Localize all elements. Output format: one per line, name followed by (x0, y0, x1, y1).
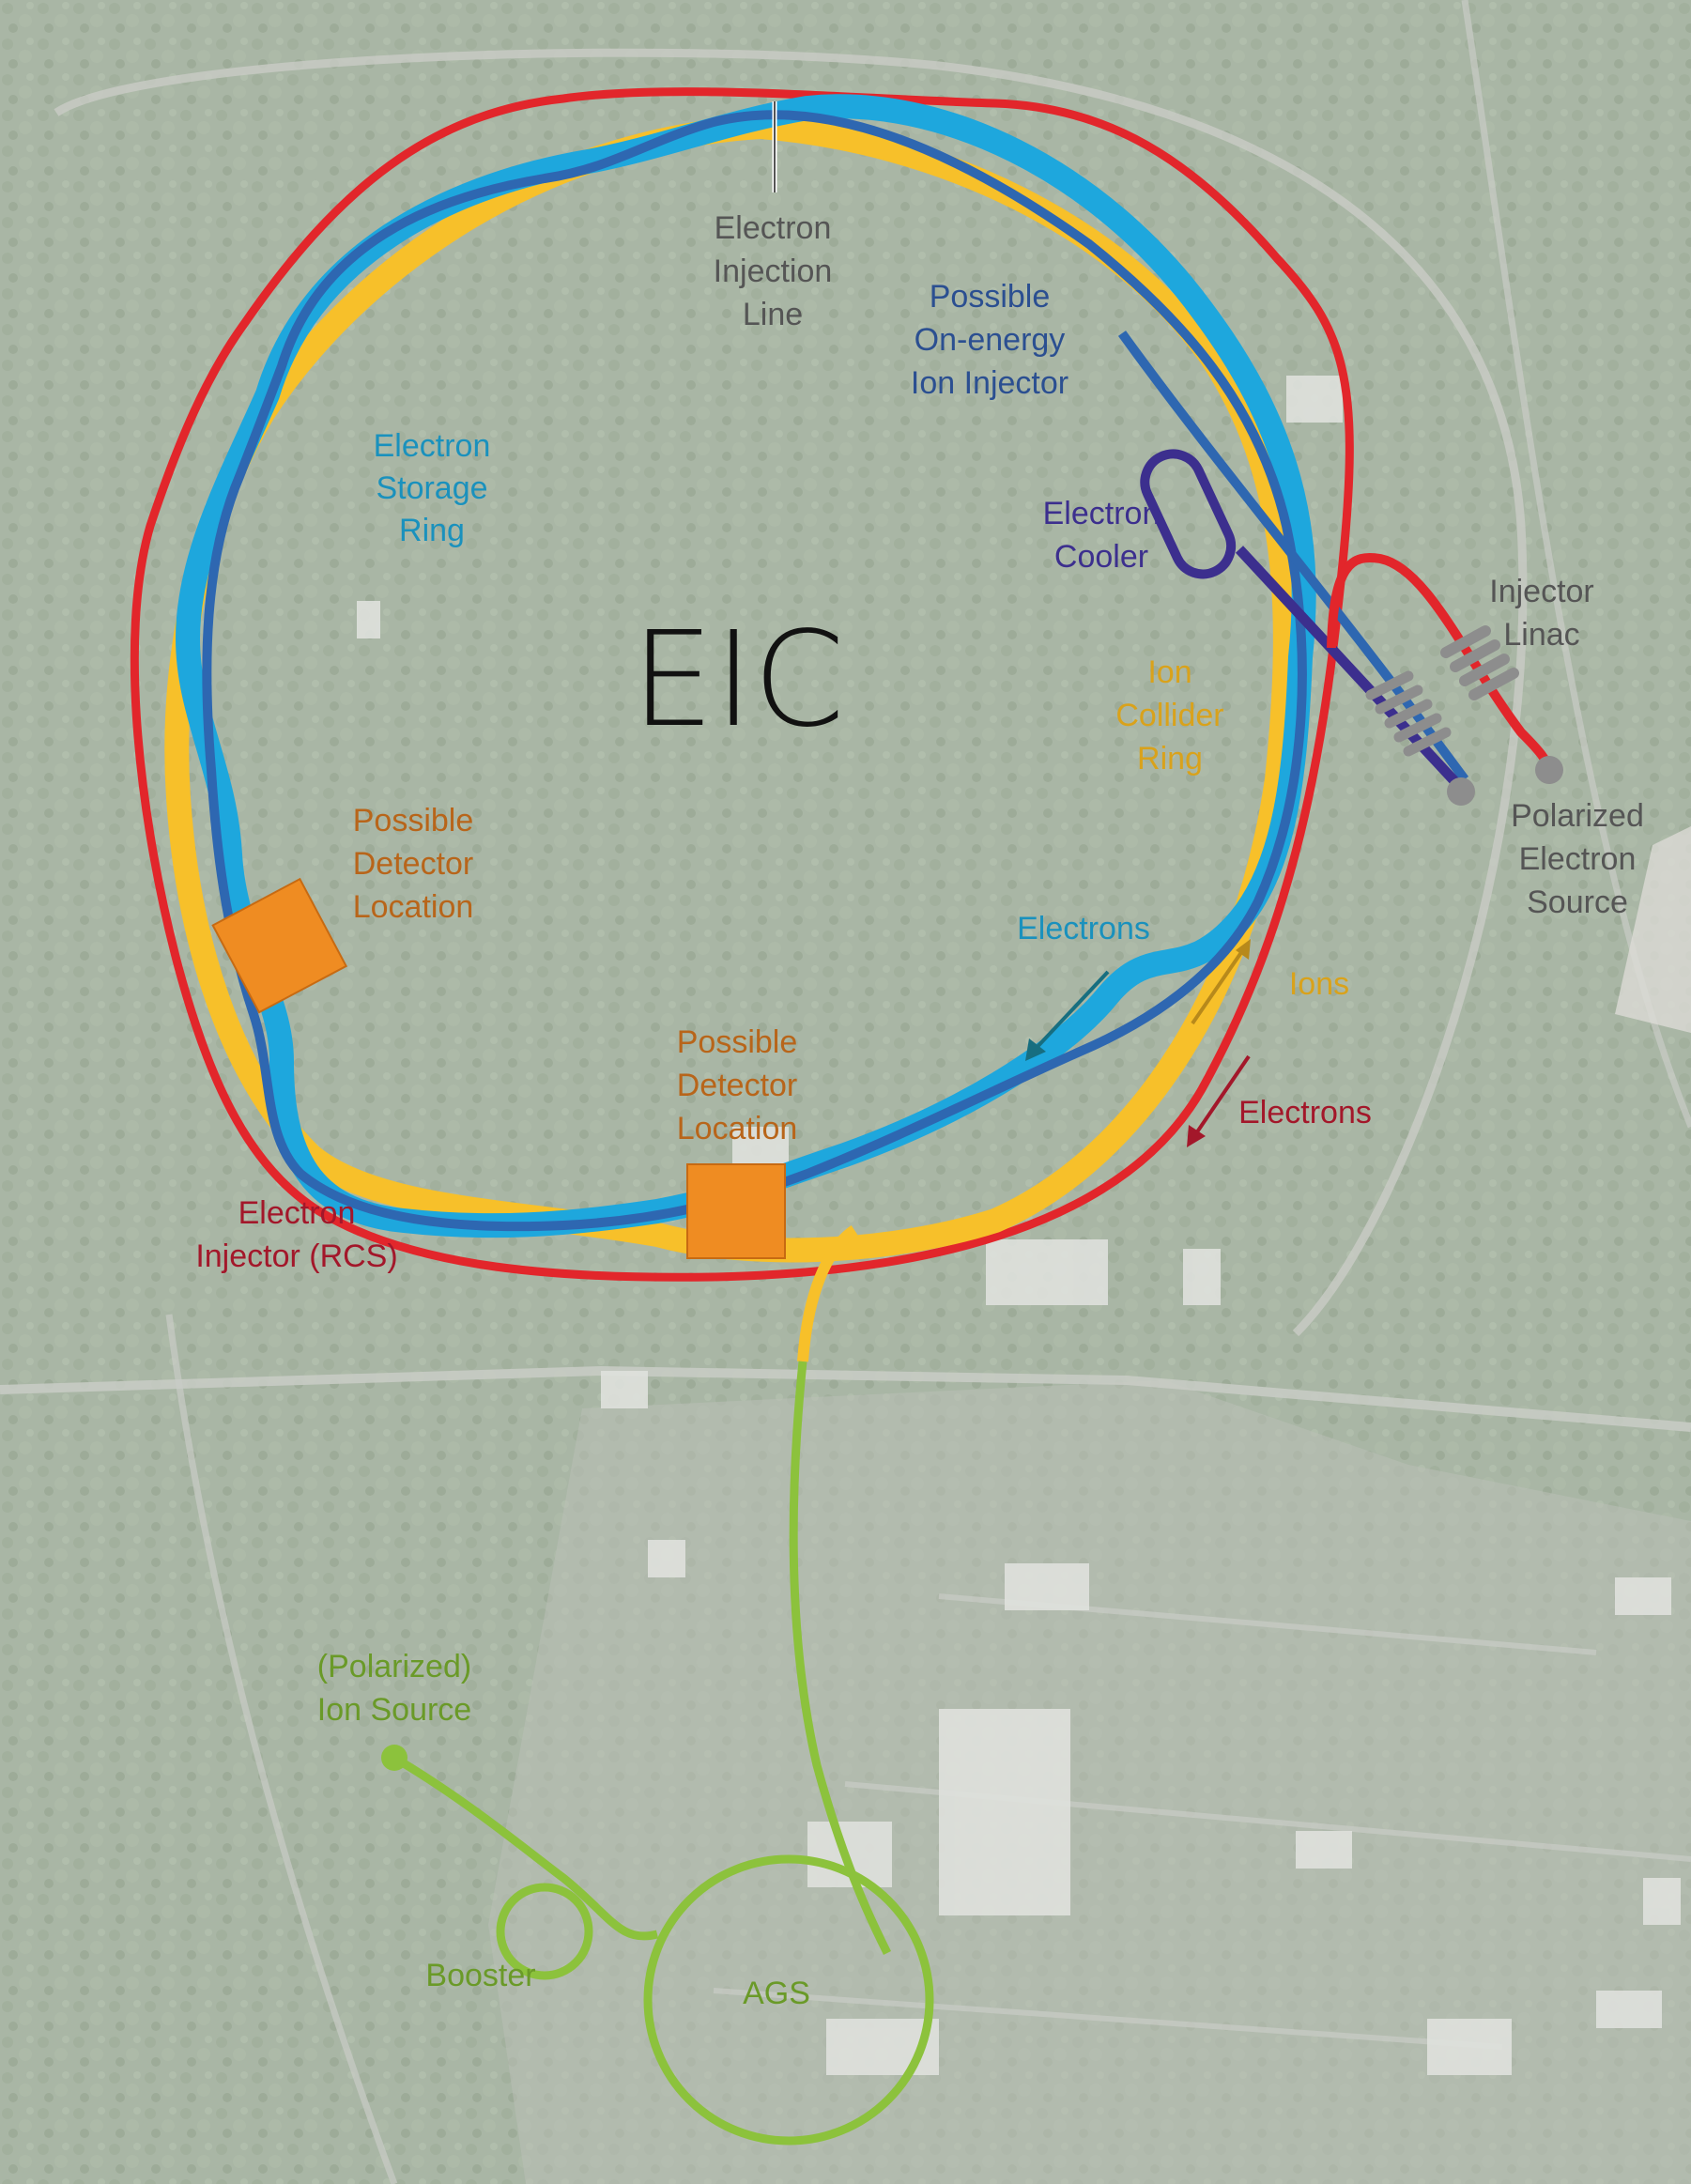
injector-linac (1327, 553, 1563, 784)
cooler-coil (1365, 670, 1452, 757)
label-detector-left: Possible Detector Location (353, 803, 474, 925)
svg-text:Linac: Linac (1503, 617, 1579, 653)
svg-text:Cooler: Cooler (1054, 539, 1148, 575)
svg-text:Ring: Ring (1137, 741, 1203, 777)
label-booster: Booster (425, 1958, 535, 1993)
eic-title: EIC (631, 604, 845, 757)
svg-text:Possible: Possible (353, 803, 474, 838)
svg-text:Electron: Electron (238, 1195, 356, 1231)
svg-text:Possible: Possible (930, 279, 1051, 315)
svg-text:Injector (RCS): Injector (RCS) (195, 1238, 397, 1274)
svg-text:Electron: Electron (374, 428, 491, 464)
label-electron-injector-rcs: Electron Injector (RCS) (195, 1195, 397, 1274)
label-electrons-cyan: Electrons (1017, 911, 1150, 946)
svg-text:Possible: Possible (677, 1024, 798, 1060)
label-electrons-red: Electrons (1238, 1095, 1372, 1130)
label-polarized-electron-source: Polarized Electron Source (1511, 798, 1644, 920)
label-ions: Ions (1289, 966, 1349, 1002)
label-ion-collider-ring: Ion Collider Ring (1115, 654, 1223, 777)
label-electron-injection-line: Electron Injection Line (714, 210, 833, 332)
svg-text:On-energy: On-energy (915, 322, 1066, 358)
ion-injector-complex (381, 1361, 934, 2146)
linac-coil (1440, 625, 1519, 700)
svg-text:Ion Source: Ion Source (317, 1692, 471, 1728)
svg-text:Ion: Ion (1147, 654, 1191, 690)
svg-text:Electron: Electron (1043, 496, 1161, 531)
svg-text:Location: Location (677, 1111, 798, 1146)
label-on-energy-ion-injector: Possible On-energy Ion Injector (911, 279, 1068, 401)
label-electron-storage-ring: Electron Storage Ring (374, 428, 491, 548)
electron-cooler (1140, 449, 1475, 806)
svg-text:Injection: Injection (714, 254, 833, 289)
svg-text:Storage: Storage (376, 470, 487, 506)
svg-text:Collider: Collider (1115, 698, 1223, 733)
svg-text:Injector: Injector (1489, 574, 1594, 609)
cooler-source-node (1447, 777, 1475, 806)
ion-transfer-line (789, 1361, 892, 1956)
electrons-red-arrow (1192, 1054, 1251, 1138)
detector-location-left (211, 877, 348, 1014)
detector-location-bottom (686, 1163, 786, 1259)
electron-injector-rcs-ring (130, 87, 1354, 1282)
label-detector-bottom: Possible Detector Location (677, 1024, 798, 1146)
label-electron-cooler: Electron Cooler (1043, 496, 1161, 575)
svg-text:Location: Location (353, 889, 474, 925)
ion-injector-ring-path (202, 110, 1307, 1232)
svg-text:(Polarized): (Polarized) (317, 1649, 471, 1684)
ags-ring (643, 1854, 934, 2146)
svg-text:Detector: Detector (353, 846, 474, 882)
ion-transfer-line-top (797, 1225, 858, 1362)
label-polarized-ion-source: (Polarized) Ion Source (317, 1649, 471, 1728)
label-injector-linac: Injector Linac (1489, 574, 1594, 653)
svg-text:Ion Injector: Ion Injector (911, 365, 1068, 401)
svg-text:Detector: Detector (677, 1068, 798, 1103)
svg-text:Line: Line (743, 297, 803, 332)
svg-text:Source: Source (1527, 884, 1628, 920)
ions-arrow (1191, 946, 1246, 1025)
booster-ring (496, 1883, 593, 1980)
label-ags: AGS (743, 1976, 810, 2011)
svg-text:Polarized: Polarized (1511, 798, 1644, 834)
electrons-cyan-arrow (1031, 970, 1110, 1054)
ion-source-line (396, 1757, 659, 1941)
svg-text:Electron: Electron (1519, 841, 1637, 877)
direction-arrows (1025, 939, 1251, 1147)
polarized-electron-source-node (1535, 756, 1563, 784)
polarized-ion-source-node (381, 1745, 407, 1771)
rcs-ring-path (130, 87, 1354, 1282)
svg-text:Ring: Ring (399, 513, 465, 548)
svg-text:Electron: Electron (715, 210, 832, 246)
